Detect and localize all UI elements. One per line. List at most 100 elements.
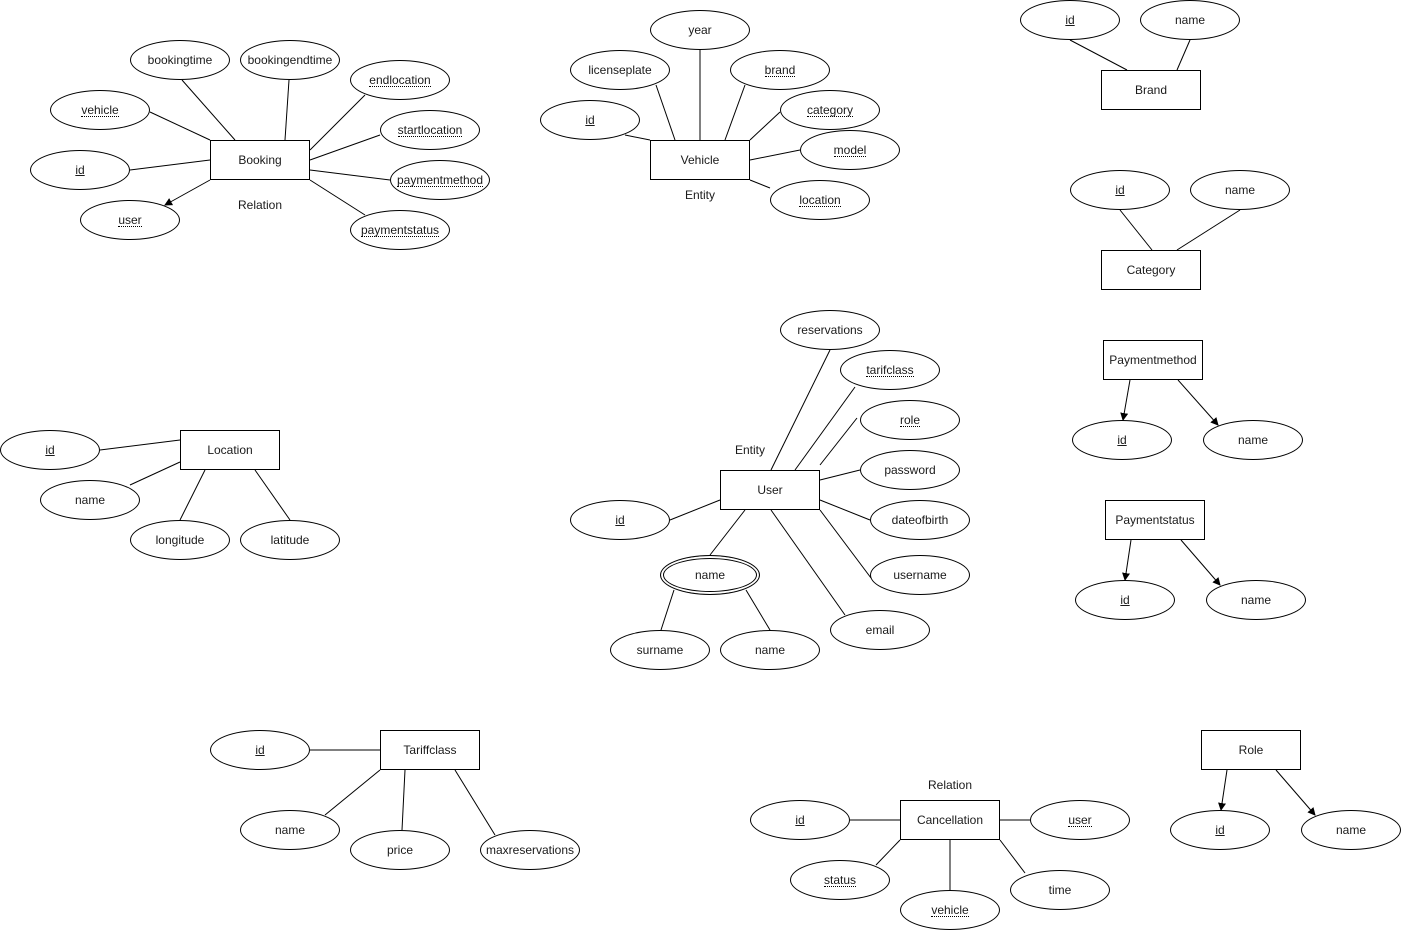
attribute-cancellation-user[interactable]: user [1030,800,1130,840]
attribute-label: name [1174,13,1206,27]
attribute-role-name[interactable]: name [1301,810,1401,850]
connector-line [749,179,771,189]
entity-title: Vehicle [680,153,720,167]
attribute-booking-paymentstatus[interactable]: paymentstatus [350,210,450,250]
attribute-user-username[interactable]: username [870,555,970,595]
attribute-paymentmethod-name[interactable]: name [1203,420,1303,460]
attribute-vehicle-brand[interactable]: brand [730,50,830,90]
attribute-booking-user[interactable]: user [80,200,180,240]
connector-line [1120,379,1131,421]
attribute-cancellation-status[interactable]: status [790,860,890,900]
attribute-user-role[interactable]: role [860,400,960,440]
attribute-category-name[interactable]: name [1190,170,1290,210]
connector-line [309,94,366,151]
entity-title: Location [207,443,253,457]
attribute-label: id [255,743,265,757]
connector-line [819,469,861,481]
connector-line [709,509,746,556]
attribute-booking-paymentmethod[interactable]: paymentmethod [390,160,490,200]
connector-line [1180,539,1221,586]
attribute-label: id [1120,593,1130,607]
attribute-brand-name[interactable]: name [1140,0,1240,40]
attribute-paymentmethod-id[interactable]: id [1072,420,1172,460]
entity-title: Cancellation [916,813,984,827]
attribute-vehicle-id[interactable]: id [540,100,640,140]
attribute-label: email [865,623,895,637]
attribute-paymentstatus-id[interactable]: id [1075,580,1175,620]
entity-title: User [757,483,783,497]
attribute-location-longitude[interactable]: longitude [130,520,230,560]
entity-caption: Entity [734,443,765,457]
attribute-booking-endlocation[interactable]: endlocation [350,60,450,100]
attribute-cancellation-id[interactable]: id [750,800,850,840]
entity-title: Booking [238,153,282,167]
entity-category[interactable]: Category [1101,250,1201,290]
attribute-tariffclass-id[interactable]: id [210,730,310,770]
entity-paymentmethod[interactable]: Paymentmethod [1103,340,1203,380]
entity-role[interactable]: Role [1201,730,1301,770]
entity-caption: Relation [927,778,973,792]
entity-booking[interactable]: Booking [210,140,310,180]
attribute-booking-vehicle[interactable]: vehicle [50,90,150,130]
attribute-vehicle-location[interactable]: location [770,180,870,220]
attribute-location-latitude[interactable]: latitude [240,520,340,560]
attribute-user-id[interactable]: id [570,500,670,540]
attribute-cancellation-vehicle[interactable]: vehicle [900,890,1000,930]
attribute-vehicle-licenseplate[interactable]: licenseplate [570,50,670,90]
attribute-user-surname[interactable]: surname [610,630,710,670]
attribute-paymentstatus-name[interactable]: name [1206,580,1306,620]
connector-line [309,169,391,181]
attribute-tariffclass-maxreservations[interactable]: maxreservations [480,830,580,870]
connector-line [745,589,771,631]
connector-line [655,84,676,141]
attribute-vehicle-category[interactable]: category [780,90,880,130]
attribute-label: id [75,163,85,177]
entity-paymentstatus[interactable]: Paymentstatus [1105,500,1205,540]
attribute-vehicle-model[interactable]: model [800,130,900,170]
attribute-label: name [1240,593,1272,607]
attribute-user-password[interactable]: password [860,450,960,490]
entity-tariffclass[interactable]: Tariffclass [380,730,480,770]
attribute-user-reservations[interactable]: reservations [780,310,880,350]
attribute-booking-id[interactable]: id [30,150,130,190]
attribute-location-id[interactable]: id [0,430,100,470]
attribute-user-name[interactable]: name [660,555,760,595]
attribute-brand-id[interactable]: id [1020,0,1120,40]
connector-line [1176,209,1241,251]
attribute-tariffclass-price[interactable]: price [350,830,450,870]
attribute-user-tarifclass[interactable]: tarifclass [840,350,940,390]
connector-line [660,589,675,631]
attribute-user-email[interactable]: email [830,610,930,650]
attribute-label: longitude [155,533,205,547]
connector-line [770,509,846,616]
entity-brand[interactable]: Brand [1101,70,1201,110]
entity-user[interactable]: User [720,470,820,510]
attribute-label: id [1117,433,1127,447]
attribute-user-name[interactable]: name [720,630,820,670]
attribute-label: bookingendtime [247,53,333,67]
attribute-label: model [833,142,867,157]
attribute-label: id [45,443,55,457]
attribute-cancellation-time[interactable]: time [1010,870,1110,910]
entity-title: Role [1238,743,1264,757]
attribute-tariffclass-name[interactable]: name [240,810,340,850]
connector-line [669,499,721,521]
attribute-label: maxreservations [485,843,575,857]
attribute-label: endlocation [369,72,431,87]
attribute-vehicle-year[interactable]: year [650,10,750,50]
attribute-user-dateofbirth[interactable]: dateofbirth [870,500,970,540]
entity-cancellation[interactable]: Cancellation [900,800,1000,840]
attribute-booking-startlocation[interactable]: startlocation [380,110,480,150]
entity-title: Brand [1134,83,1168,97]
attribute-booking-bookingtime[interactable]: bookingtime [130,40,230,80]
attribute-label: time [1048,883,1072,897]
attribute-label: vehicle [81,102,119,117]
attribute-location-name[interactable]: name [40,480,140,520]
attribute-category-id[interactable]: id [1070,170,1170,210]
attribute-booking-bookingendtime[interactable]: bookingendtime [240,40,340,80]
connector-line [309,134,381,161]
attribute-role-id[interactable]: id [1170,810,1270,850]
entity-vehicle[interactable]: Vehicle [650,140,750,180]
attribute-label: paymentmethod [396,172,484,187]
entity-location[interactable]: Location [180,430,280,470]
